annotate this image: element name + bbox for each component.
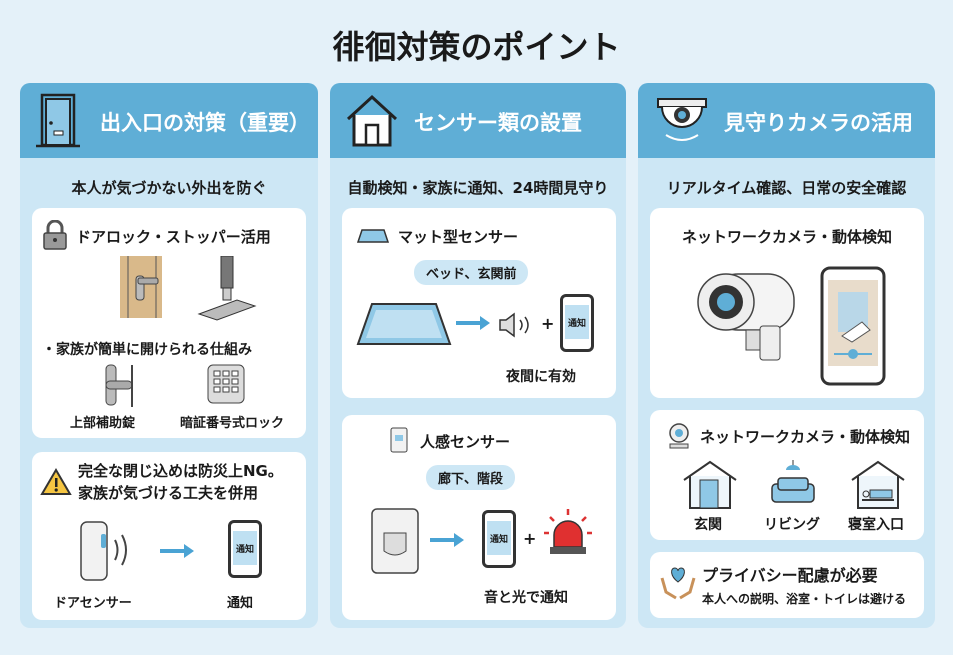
- arrow-icon: [430, 533, 464, 547]
- phone-icon: 通知: [482, 510, 516, 568]
- bullet-text: ・家族が簡単に開けられる仕組み: [42, 342, 252, 358]
- note-text: 音と光で通知: [484, 590, 568, 606]
- column-subtitle: 本人が気づかない外出を防ぐ: [71, 179, 267, 197]
- card-title: マット型センサー: [398, 228, 519, 246]
- bedroom-house-icon: [851, 460, 905, 509]
- warning-card: 完全な閉じ込めは防災上NG。 家族が気づける工夫を併用 通知 ドアセンサー 通知: [32, 452, 306, 620]
- phone-label: 通知: [565, 305, 589, 339]
- heart-hands-icon: [660, 567, 696, 600]
- door-handle-icon: [120, 256, 162, 318]
- header-title: 出入口の対策（重要）: [100, 111, 310, 135]
- motion-sensor-small-icon: [390, 427, 408, 453]
- location-tag: 廊下、階段: [426, 465, 516, 490]
- phone-icon: 通知: [228, 520, 262, 578]
- keypad-lock-icon: [207, 364, 245, 404]
- mat-sensor-icon: [356, 303, 452, 345]
- phone-label: 通知: [487, 521, 511, 555]
- card-title: ドアロック・ストッパー活用: [76, 228, 271, 246]
- header-title: 見守りカメラの活用: [724, 111, 913, 135]
- network-camera-card: ネットワークカメラ・動体検知: [650, 208, 924, 398]
- dome-camera-icon: [657, 98, 707, 141]
- card-title: ネットワークカメラ・動体検知: [681, 228, 892, 246]
- card-title: プライバシー配慮が必要: [702, 566, 878, 585]
- column-header: 見守りカメラの活用: [638, 83, 935, 158]
- door-sensor-icon: [80, 521, 127, 581]
- note-text: 本人への説明、浴室・トイレは避ける: [702, 592, 907, 606]
- top-lock-icon: [105, 364, 133, 407]
- card-title: ネットワークカメラ・動体検知: [700, 428, 911, 446]
- alarm-light-icon: [544, 509, 592, 554]
- sofa-icon: [771, 460, 815, 503]
- camera-locations-card: ネットワークカメラ・動体検知 玄関 リビング 寝室入口: [650, 410, 924, 540]
- phone-label: 通知: [233, 531, 257, 565]
- webcam-icon: [669, 423, 689, 449]
- item-label: ドアセンサー: [54, 596, 132, 611]
- column-entrance: 出入口の対策（重要） 本人が気づかない外出を防ぐ ドアロック・ストッパー活用 ・…: [20, 83, 318, 628]
- door-lock-card: ドアロック・ストッパー活用 ・家族が簡単に開けられる仕組み 上部補助錠 暗証番号…: [32, 208, 306, 438]
- column-subtitle: リアルタイム確認、日常の安全確認: [666, 179, 907, 197]
- warning-line: 家族が気づける工夫を併用: [78, 484, 259, 502]
- header-title: センサー類の設置: [414, 111, 582, 135]
- security-camera-icon: [697, 273, 795, 361]
- page-title: 徘徊対策のポイント: [332, 28, 621, 66]
- warning-line: 完全な閉じ込めは防災上NG。: [78, 462, 283, 480]
- column-camera: 見守りカメラの活用 リアルタイム確認、日常の安全確認 ネットワークカメラ・動体検…: [638, 83, 935, 628]
- item-label: 通知: [227, 596, 254, 611]
- phone-motion-detection-icon: [820, 266, 886, 386]
- motion-sensor-icon: [371, 508, 419, 574]
- card-title: 人感センサー: [420, 433, 511, 451]
- item-label: 暗証番号式ロック: [180, 416, 285, 431]
- door-stopper-icon: [197, 256, 257, 321]
- place-label: リビング: [764, 517, 820, 533]
- privacy-card: プライバシー配慮が必要 本人への説明、浴室・トイレは避ける: [650, 552, 924, 618]
- arrow-icon: [160, 544, 194, 558]
- entrance-house-icon: [683, 460, 737, 509]
- mat-sensor-card: マット型センサー ベッド、玄関前 + 通知 夜間に有効: [342, 208, 616, 398]
- plus-sign: +: [541, 314, 555, 333]
- speaker-icon: [499, 312, 529, 338]
- item-label: 上部補助錠: [70, 416, 136, 431]
- plus-sign: +: [523, 529, 537, 548]
- padlock-icon: [43, 220, 67, 250]
- door-icon: [36, 93, 80, 148]
- column-header: 出入口の対策（重要）: [20, 83, 318, 158]
- motion-sensor-card: 人感センサー 廊下、階段 通知 + 音と光で通知: [342, 415, 616, 620]
- mat-icon: [356, 229, 390, 243]
- house-icon: [346, 94, 398, 147]
- location-tag: ベッド、玄関前: [414, 260, 529, 285]
- column-header: センサー類の設置: [330, 83, 626, 158]
- place-label: 玄関: [694, 517, 722, 533]
- note-text: 夜間に有効: [506, 369, 576, 385]
- column-subtitle: 自動検知・家族に通知、24時間見守り: [347, 179, 609, 197]
- arrow-icon: [456, 316, 490, 330]
- warning-icon: [40, 468, 72, 495]
- column-sensors: センサー類の設置 自動検知・家族に通知、24時間見守り マット型センサー ベッド…: [330, 83, 626, 628]
- place-label: 寝室入口: [848, 517, 904, 533]
- phone-icon: 通知: [560, 294, 594, 352]
